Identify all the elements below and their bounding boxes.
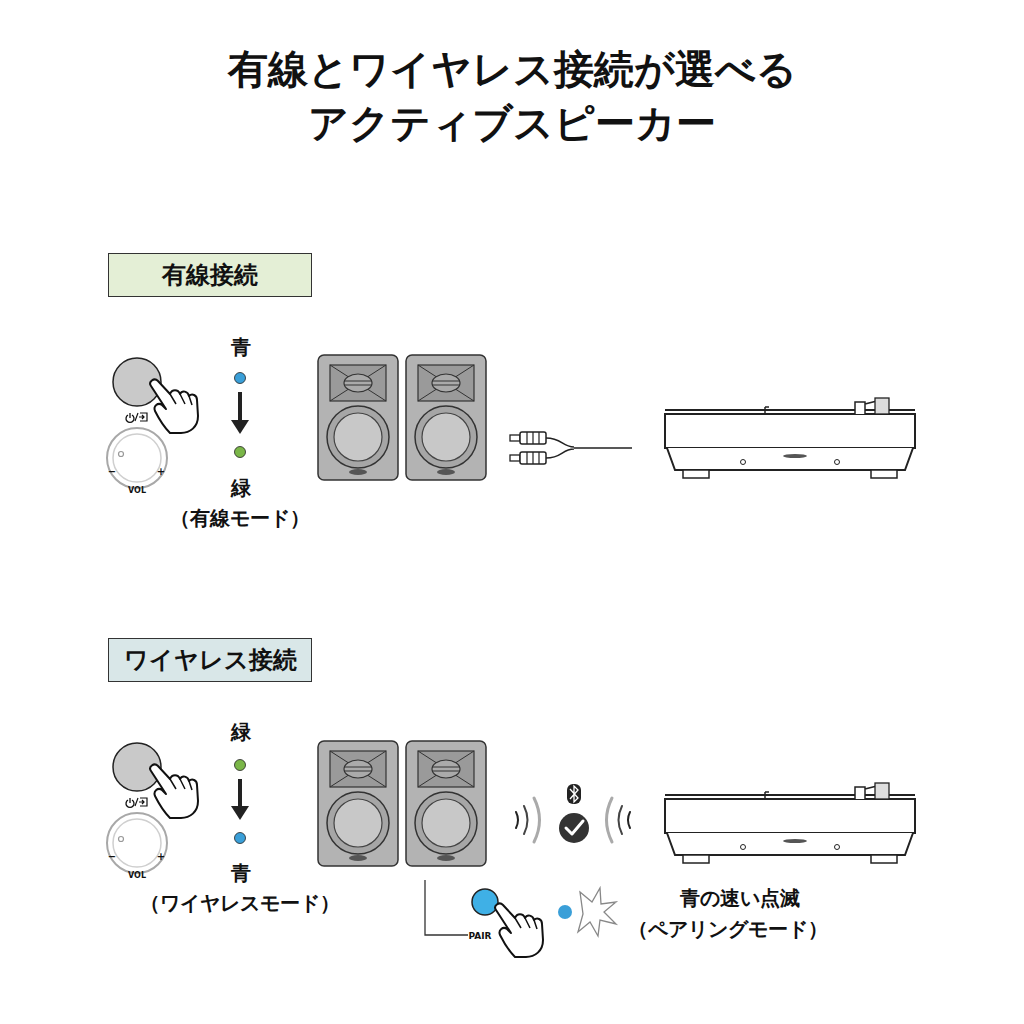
section-heading-box: ワイヤレス接続	[108, 638, 312, 682]
green-led	[235, 760, 246, 771]
green-led	[235, 447, 246, 458]
wave-arc	[607, 798, 613, 842]
pointing-hand	[495, 904, 543, 957]
text-label: （ワイヤレスモード）	[140, 892, 340, 914]
diagram-title: 有線とワイヤレス接続が選べる アクティブスピーカー	[212, 42, 812, 150]
arrow-shaft	[238, 779, 242, 808]
section-heading-box: 有線接続	[108, 253, 312, 297]
section-heading: 有線接続	[162, 259, 258, 291]
wave-arc	[524, 806, 528, 834]
rca-plug	[520, 432, 546, 444]
text-label: 緑	[231, 477, 251, 499]
text-label: 緑	[231, 721, 251, 743]
arrow-head	[231, 420, 249, 434]
text-label: −	[108, 466, 116, 477]
text-label: PAIR	[468, 932, 491, 942]
wave-arc	[516, 812, 518, 828]
text-label: −	[108, 851, 116, 862]
speaker-pair	[318, 355, 486, 480]
text-label: VOL	[128, 487, 146, 496]
blinking-led	[558, 905, 572, 919]
arrow-head	[231, 806, 249, 820]
leader-line	[425, 880, 468, 935]
text-label: 青	[231, 862, 251, 884]
bluetooth-badge	[567, 784, 581, 804]
text-label: VOL	[128, 872, 146, 881]
text-label: +	[157, 851, 165, 862]
blink-burst	[578, 888, 616, 936]
pair-button	[472, 889, 498, 915]
speaker-pair	[318, 741, 486, 866]
text-label: （ペアリングモード）	[628, 918, 828, 940]
control-knobs	[107, 358, 198, 488]
arrow-shaft	[238, 392, 242, 422]
control-knobs	[107, 743, 198, 873]
wave-arc	[534, 798, 540, 842]
text-label: （有線モード）	[170, 507, 310, 529]
section-heading: ワイヤレス接続	[124, 644, 297, 676]
rca-plug	[520, 452, 546, 464]
text-label: 青の速い点滅	[680, 887, 800, 909]
rca-cable	[510, 432, 632, 464]
rca-grip	[527, 432, 539, 444]
check-circle	[559, 813, 589, 843]
blue-led	[235, 833, 246, 844]
rca-grip	[527, 452, 539, 464]
wireless-waves	[516, 798, 630, 842]
cable-wire	[546, 438, 632, 458]
wave-arc	[628, 812, 630, 828]
check-mark	[566, 821, 583, 834]
rca-tip	[510, 435, 520, 441]
wave-arc	[619, 806, 623, 834]
turntable	[665, 398, 915, 478]
turntable	[665, 783, 915, 863]
text-label: 青	[231, 336, 251, 358]
bluetooth-symbol	[570, 786, 578, 802]
text-label: +	[157, 466, 165, 477]
rca-tip	[510, 455, 520, 461]
blue-led	[235, 373, 246, 384]
